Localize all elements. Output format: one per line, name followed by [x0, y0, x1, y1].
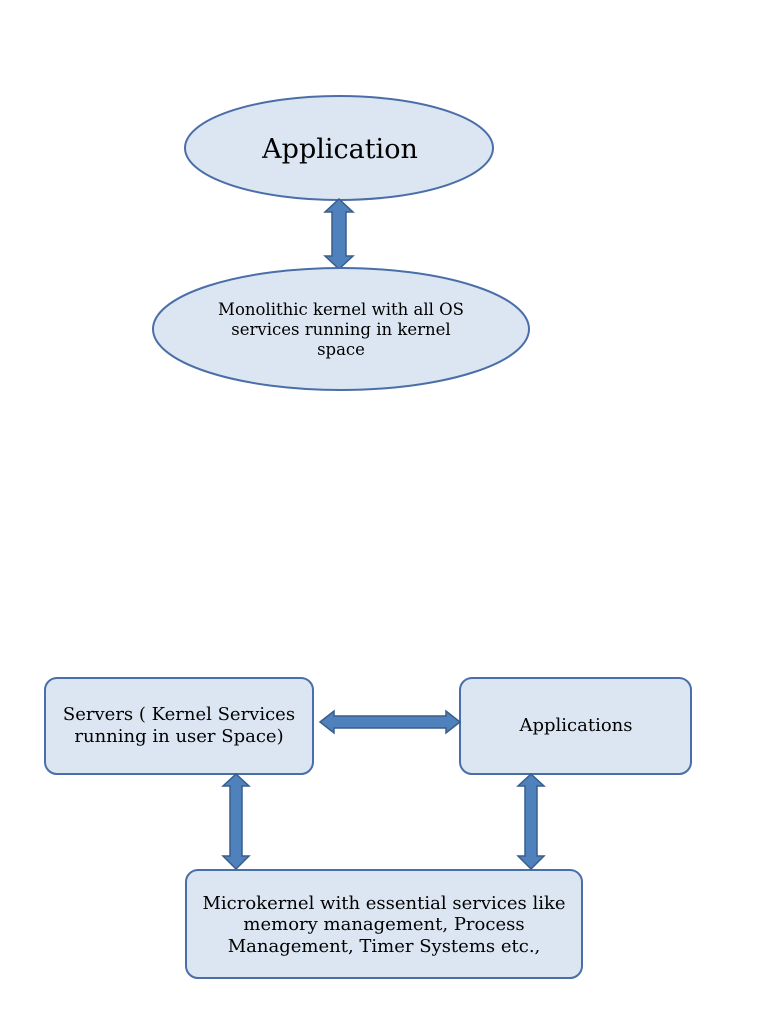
application-kernel-arrow	[323, 197, 355, 271]
applications-microkernel-arrow	[516, 772, 546, 871]
monolithic-kernel-node-label: Monolithic kernel with all OS services r…	[218, 300, 464, 359]
monolithic-kernel-node-shape	[152, 267, 530, 391]
application-node-label: Application	[262, 133, 418, 165]
microkernel-node-shape	[185, 869, 583, 979]
microkernel-node-label: Microkernel with essential services like…	[202, 892, 566, 957]
applications-node-shape	[459, 677, 692, 775]
servers-node-label: Servers ( Kernel Services running in use…	[62, 704, 296, 747]
servers-microkernel-arrow	[221, 772, 251, 871]
servers-applications-arrow	[318, 709, 462, 735]
applications-node-label: Applications	[519, 715, 633, 737]
servers-node-shape	[44, 677, 314, 775]
